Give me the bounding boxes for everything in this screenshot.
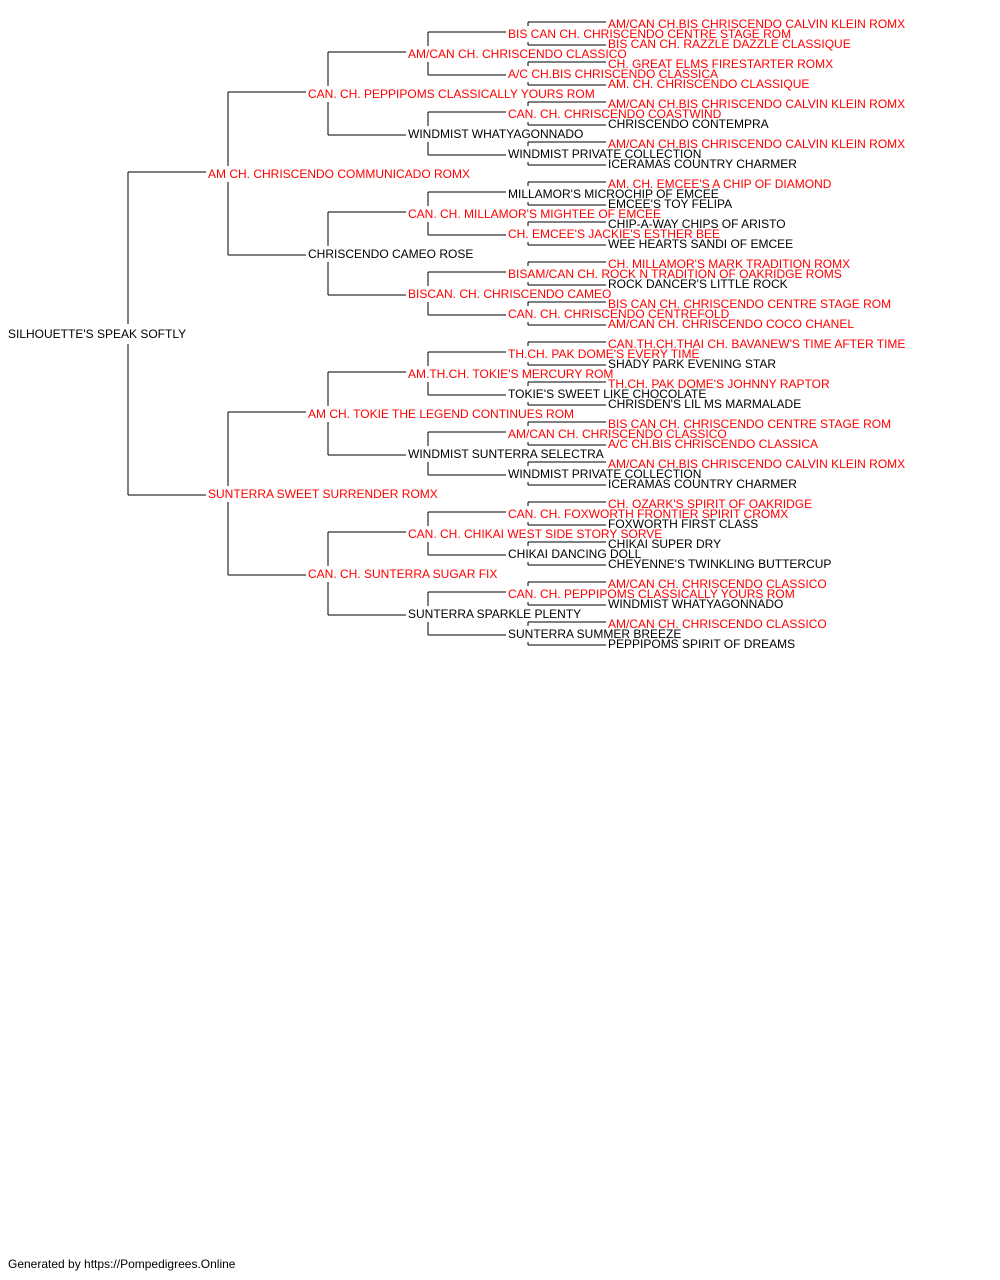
pedigree-entry: AM/CAN CH. CHRISCENDO CLASSICO	[508, 427, 727, 441]
pedigree-entry: SUNTERRA SPARKLE PLENTY	[408, 607, 582, 621]
pedigree-entry: WINDMIST WHATYAGONNADO	[408, 127, 584, 141]
pedigree-entry: SUNTERRA SUMMER BREEZE	[508, 627, 682, 641]
pedigree-entry: CAN. CH. PEPPIPOMS CLASSICALLY YOURS ROM	[308, 87, 595, 101]
pedigree-entry: TH.CH. PAK DOME'S EVERY TIME	[508, 347, 700, 361]
pedigree-entry: AM/CAN CH.BIS CHRISCENDO CALVIN KLEIN RO…	[608, 457, 906, 471]
pedigree-entry: A/C CH.BIS CHRISCENDO CLASSICA	[608, 437, 819, 451]
pedigree-entry: AM/CAN CH. CHRISCENDO CLASSICO	[608, 577, 827, 591]
pedigree-entry: WEE HEARTS SANDI OF EMCEE	[608, 237, 794, 251]
pedigree-entry: CAN. CH. MILLAMOR'S MIGHTEE OF EMCEE	[408, 207, 661, 221]
pedigree-entry: CAN. CH. FOXWORTH FRONTIER SPIRIT CROMX	[508, 507, 789, 521]
pedigree-entry: WINDMIST SUNTERRA SELECTRA	[408, 447, 604, 461]
pedigree-entry: CAN.TH.CH.THAI CH. BAVANEW'S TIME AFTER …	[608, 337, 906, 351]
pedigree-entry: MILLAMOR'S MICROCHIP OF EMCEE	[508, 187, 719, 201]
pedigree-entry: SILHOUETTE'S SPEAK SOFTLY	[8, 327, 187, 341]
pedigree-entry: BIS CAN CH. CHRISCENDO CENTRE STAGE ROM	[608, 417, 892, 431]
pedigree-entry: AM. CH. CHRISCENDO CLASSIQUE	[608, 77, 810, 91]
pedigree-entry: ICERAMAS COUNTRY CHARMER	[608, 157, 797, 171]
pedigree-entry: CAN. CH. CHRISCENDO COASTWIND	[508, 107, 722, 121]
pedigree-entry: AM/CAN CH. CHRISCENDO CLASSICO	[408, 47, 627, 61]
pedigree-entry: AM CH. TOKIE THE LEGEND CONTINUES ROM	[308, 407, 575, 421]
pedigree-entry: WINDMIST PRIVATE COLLECTION	[508, 467, 702, 481]
pedigree-entry: BISAM/CAN CH. ROCK N TRADITION OF OAKRID…	[508, 267, 842, 281]
pedigree-entry: WINDMIST WHATYAGONNADO	[608, 597, 784, 611]
pedigree-entry: CH. GREAT ELMS FIRESTARTER ROMX	[608, 57, 834, 71]
pedigree-entry: AM/CAN CH.BIS CHRISCENDO CALVIN KLEIN RO…	[608, 97, 906, 111]
pedigree-entry: CHIKAI SUPER DRY	[608, 537, 722, 551]
pedigree-entry: SHADY PARK EVENING STAR	[608, 357, 777, 371]
pedigree-entry: CHRISCENDO CAMEO ROSE	[308, 247, 474, 261]
pedigree-entry: AM/CAN CH.BIS CHRISCENDO CALVIN KLEIN RO…	[608, 137, 906, 151]
pedigree-entry: PEPPIPOMS SPIRIT OF DREAMS	[608, 637, 796, 651]
generated-by-footer: Generated by https://Pompedigrees.Online	[8, 1257, 236, 1271]
pedigree-entry: BIS CAN CH. CHRISCENDO CENTRE STAGE ROM	[608, 297, 892, 311]
pedigree-entry: CHIP-A-WAY CHIPS OF ARISTO	[608, 217, 786, 231]
pedigree-entry: AM CH. CHRISCENDO COMMUNICADO ROMX	[208, 167, 471, 181]
pedigree-entry: CH. MILLAMOR'S MARK TRADITION ROMX	[608, 257, 851, 271]
pedigree-entry: CHRISDEN'S LIL MS MARMALADE	[608, 397, 802, 411]
pedigree-entry: TOKIE'S SWEET LIKE CHOCOLATE	[508, 387, 707, 401]
pedigree-entry: CHEYENNE'S TWINKLING BUTTERCUP	[608, 557, 832, 571]
pedigree-entry: BIS CAN CH. CHRISCENDO CENTRE STAGE ROM	[508, 27, 792, 41]
pedigree-entry: FOXWORTH FIRST CLASS	[608, 517, 759, 531]
pedigree-entry: EMCEE'S TOY FELIPA	[608, 197, 733, 211]
pedigree-entry: WINDMIST PRIVATE COLLECTION	[508, 147, 702, 161]
pedigree-entry: CHIKAI DANCING DOLL	[508, 547, 642, 561]
pedigree-entry: ROCK DANCER'S LITTLE ROCK	[608, 277, 788, 291]
pedigree-entry: CHRISCENDO CONTEMPRA	[608, 117, 769, 131]
pedigree-entry: CH. EMCEE'S JACKIE'S ESTHER BEE	[508, 227, 720, 241]
pedigree-entry: AM.TH.CH. TOKIE'S MERCURY ROM	[408, 367, 614, 381]
pedigree-entry: CH. OZARK'S SPIRIT OF OAKRIDGE	[608, 497, 813, 511]
pedigree-entry: AM/CAN CH. CHRISCENDO COCO CHANEL	[608, 317, 855, 331]
pedigree-entry: AM/CAN CH.BIS CHRISCENDO CALVIN KLEIN RO…	[608, 17, 906, 31]
pedigree-entry: CAN. CH. SUNTERRA SUGAR FIX	[308, 567, 498, 581]
pedigree-entry: BISCAN. CH. CHRISCENDO CAMEO	[408, 287, 612, 301]
pedigree-entry: CAN. CH. CHRISCENDO CENTREFOLD	[508, 307, 730, 321]
pedigree-entry: AM. CH. EMCEE'S A CHIP OF DIAMOND	[608, 177, 832, 191]
pedigree-entry: ICERAMAS COUNTRY CHARMER	[608, 477, 797, 491]
pedigree-entry: CAN. CH. PEPPIPOMS CLASSICALLY YOURS ROM	[508, 587, 795, 601]
pedigree-entry: A/C CH.BIS CHRISCENDO CLASSICA	[508, 67, 719, 81]
pedigree-entry: SUNTERRA SWEET SURRENDER ROMX	[208, 487, 438, 501]
pedigree-entry: TH.CH. PAK DOME'S JOHNNY RAPTOR	[608, 377, 830, 391]
pedigree-entry: CAN. CH. CHIKAI WEST SIDE STORY SORVE	[408, 527, 663, 541]
pedigree-entry: BIS CAN CH. RAZZLE DAZZLE CLASSIQUE	[608, 37, 851, 51]
pedigree-entry: AM/CAN CH. CHRISCENDO CLASSICO	[608, 617, 827, 631]
